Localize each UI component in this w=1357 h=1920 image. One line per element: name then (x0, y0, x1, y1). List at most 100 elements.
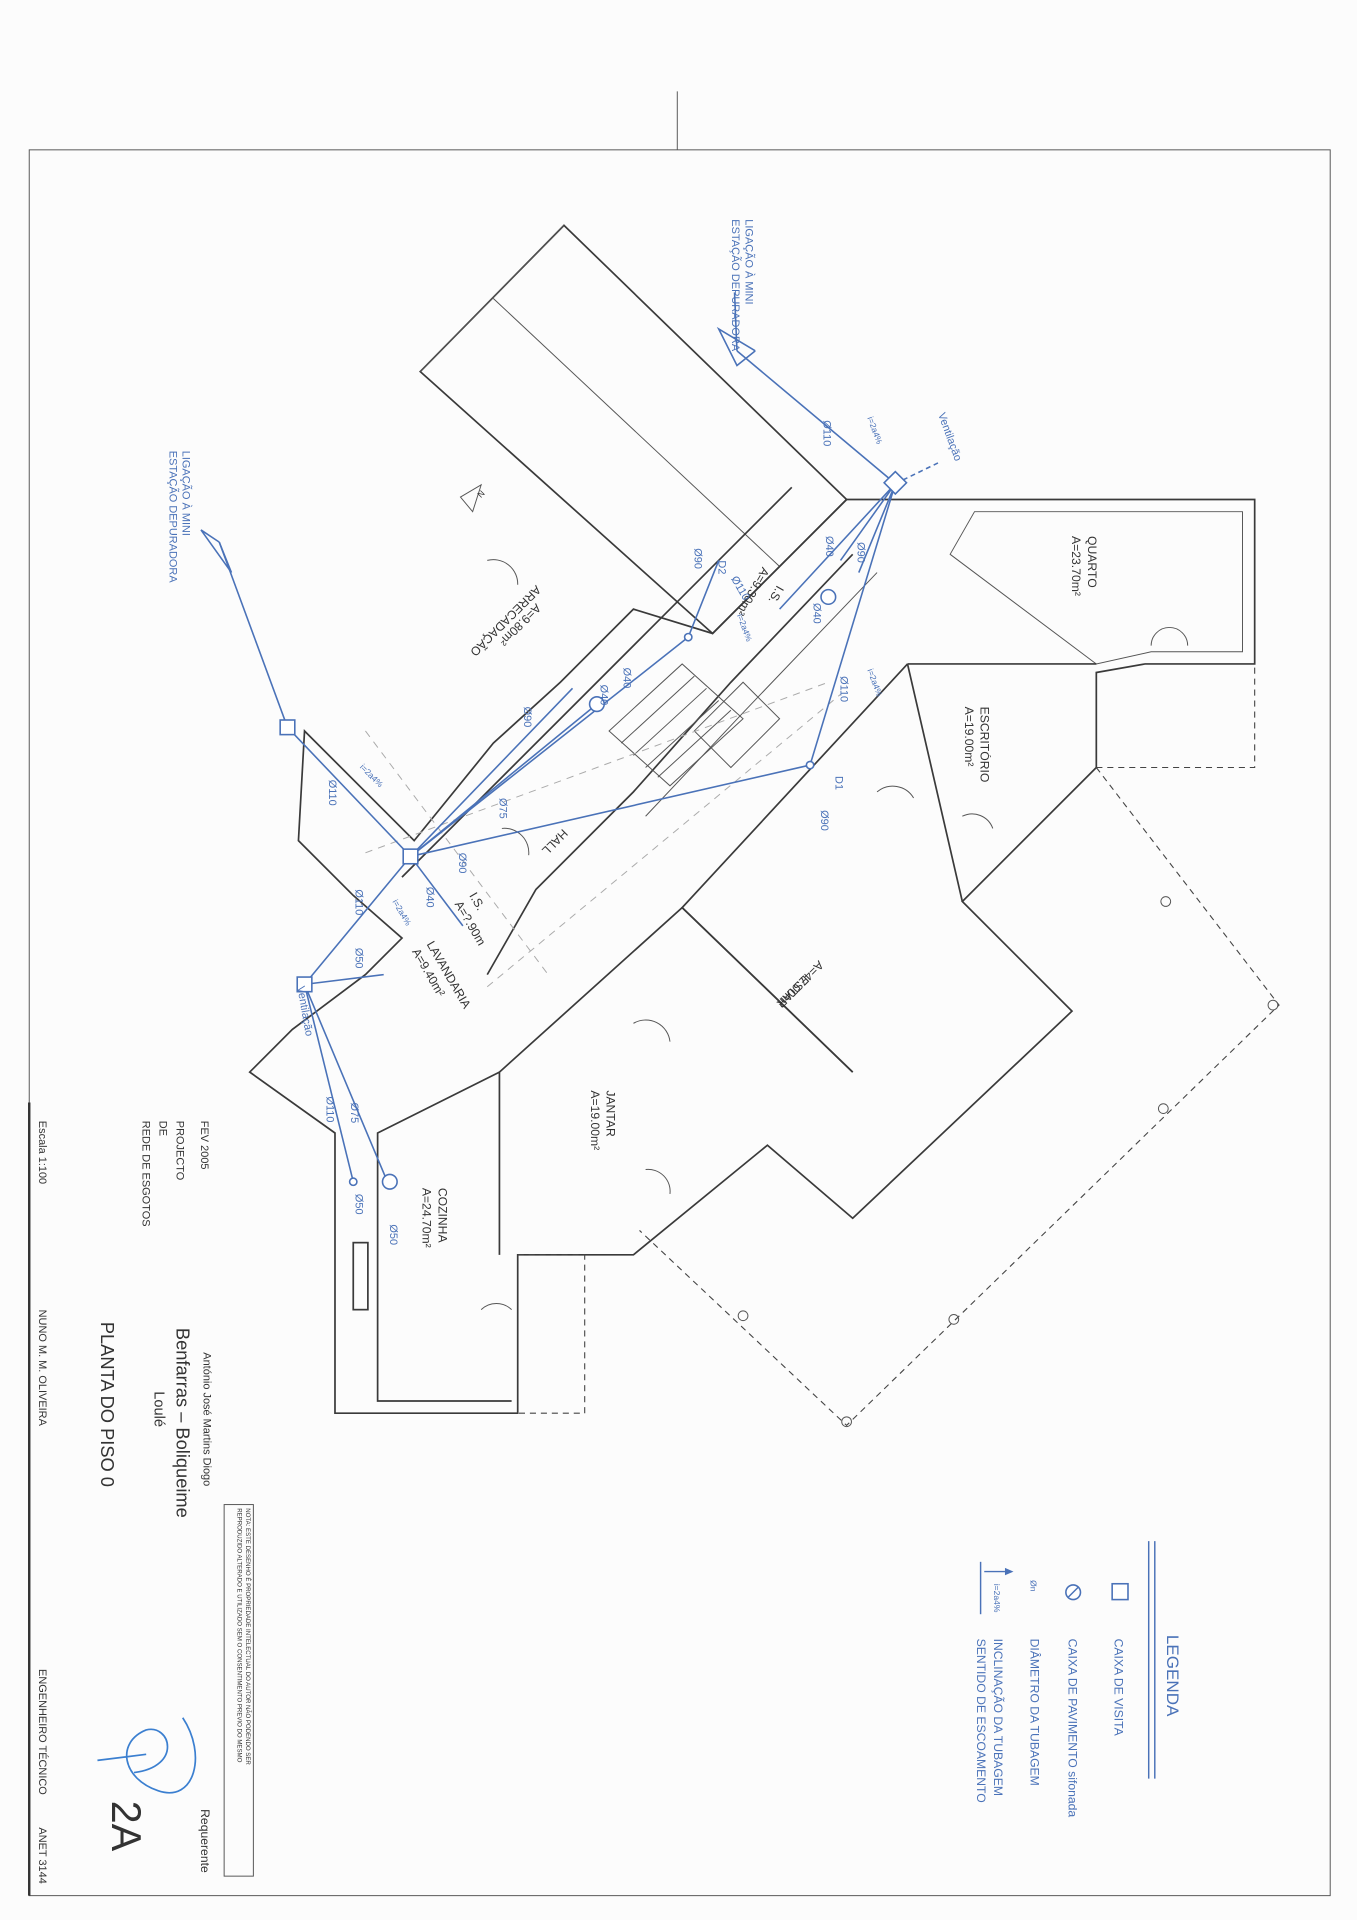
pipe-diameter-label: Ø75 (348, 1103, 360, 1124)
floor-drain-icon (588, 696, 605, 713)
scale: Escala 1:100 (36, 1121, 48, 1184)
room-jantar-name: JANTAR (604, 1090, 618, 1137)
door-arc (962, 813, 994, 829)
slope-label: i=2a4% (358, 762, 386, 790)
inspection-box (296, 976, 313, 993)
room-cozinha-name: COZINHA (436, 1188, 450, 1244)
connection-label-line2: ESTAÇÃO DEPURADORA (729, 219, 742, 352)
connection-label-line1: LIGAÇÃO À MINI (180, 451, 193, 536)
north-arrow-icon: N (459, 483, 487, 513)
copyright-note: NOTA: ESTE DESENHO É PROPRIEDADE INTELEC… (244, 1508, 251, 1765)
pipe-diameter-label: Ø110 (353, 889, 365, 915)
license-number: ANET 3144 (36, 1827, 48, 1883)
pipe-diameter-label: Ø40 (423, 887, 435, 908)
slope-label: i=2a4% (865, 415, 884, 446)
room-is1-name: I.S. (765, 583, 786, 606)
pipe-diameter-label: Ø75 (496, 798, 508, 819)
room-estar-area: A=47.00m² (774, 958, 826, 1010)
room-labels: QUARTO A=23.70m² ESCRITÓRIO A=19.00m² ES… (409, 536, 1099, 1248)
connection-label-line1: LIGAÇÃO À MINI (742, 219, 755, 304)
engineer-role: ENGENHEIRO TÉCNICO (36, 1669, 49, 1795)
date: FEV 2005 (198, 1121, 210, 1170)
applicant-label: Requerente (198, 1809, 212, 1873)
pipe-diameter-label: Ø50 (387, 1224, 399, 1245)
ventilation-label: Ventilação (935, 411, 964, 463)
slope-label: i=2a4% (735, 612, 754, 643)
firm-logo: 2A (103, 1801, 149, 1852)
room-hall-name: HALL (539, 826, 571, 858)
floor-drain-icon (820, 588, 837, 606)
drainage-network (200, 292, 939, 1190)
pipe-diameter-label: Ø90 (691, 548, 703, 569)
floor-drain-icon (1065, 1584, 1082, 1601)
room-jantar-area: A=19.00m² (588, 1090, 602, 1150)
terrace-outline (517, 663, 1280, 1428)
pipe-diameter-label: Ø90 (855, 542, 867, 563)
floor-drain-icon (381, 1173, 398, 1190)
signature (97, 1717, 197, 1794)
room-escritorio-area: A=19.00m² (962, 707, 976, 767)
copyright-note: REPRODUZIDO ALTERADO E UTILIZADO SEM O C… (236, 1508, 243, 1762)
copyright-note-box (223, 1504, 254, 1877)
pipe-diameter-label: Ø90 (521, 707, 533, 728)
door-arc (633, 1019, 671, 1042)
pipe-diameter-label: Ø110 (326, 780, 338, 806)
door-arc (876, 785, 915, 799)
inspection-box (883, 470, 908, 496)
sheet-frame (28, 149, 1331, 1897)
room-cozinha-area: A=24.70m² (420, 1188, 434, 1248)
legend-item-label: CAIXA DE PAVIMENTO sifonada (1065, 1639, 1079, 1818)
projection-line (365, 730, 549, 975)
inspection-box (402, 848, 419, 865)
legend-item-label-2: SENTIDO DE ESCOAMENTO (974, 1639, 988, 1803)
staircase (608, 663, 781, 787)
pipe-diameter-label: Ø40 (598, 685, 610, 706)
door-arc (1150, 627, 1189, 646)
project-line: DE (157, 1121, 169, 1136)
slope-label: i=2a4% (391, 898, 414, 928)
d1-label: D1 (833, 776, 845, 790)
legend-title: LEGENDA (1163, 1635, 1182, 1717)
slope-label: i=2a4% (865, 667, 884, 698)
pipe-diameter-label: Ø110 (838, 676, 850, 702)
pipe-diameter-label: Ø90 (818, 810, 830, 831)
legend: LEGENDA CAIXA DE VISITA CAIXA DE PAVIMEN… (974, 1541, 1182, 1817)
project-line: PROJECTO (174, 1121, 186, 1180)
svg-text:N: N (475, 488, 486, 499)
municipality: Loulé (151, 1391, 167, 1427)
title-block: FEV 2005 PROJECTO DE REDE DE ESGOTOS Esc… (36, 1121, 254, 1884)
slope-symbol: i=2a4% (992, 1584, 1002, 1613)
pipe-diameter-label: Ø40 (621, 668, 633, 689)
projection-line (365, 681, 829, 854)
project-line: REDE DE ESGOTOS (140, 1121, 152, 1227)
inspection-box-icon (1111, 1582, 1129, 1601)
building-walls (248, 486, 1256, 1415)
pipe-diameter-label: Ø50 (353, 948, 365, 969)
room-escritorio-name: ESCRITÓRIO (978, 707, 993, 783)
diameter-symbol: Øn (1029, 1580, 1039, 1592)
location: Benfarras – Boliqueime (173, 1328, 194, 1518)
drawing-title: PLANTA DO PISO 0 (97, 1322, 118, 1487)
flow-arrow-icon (979, 1561, 1014, 1615)
pipe-diameter-label: Ø110 (728, 574, 751, 603)
pipe-diameter-label: Ø110 (323, 1096, 335, 1122)
projection-line (486, 694, 841, 988)
legend-item-label: INCLINAÇÃO DA TUBAGEM (991, 1639, 1005, 1796)
legend-item-label: CAIXA DE VISITA (1112, 1639, 1126, 1737)
inspection-box (279, 719, 296, 736)
door-arc (501, 827, 530, 856)
garage-outline (419, 224, 848, 635)
door-arc (645, 1168, 671, 1194)
engineer-name: NUNO M. M. OLIVEIRA (36, 1310, 48, 1427)
room-quarto-name: QUARTO (1085, 536, 1099, 588)
legend-item-label: DIÂMETRO DA TUBAGEM (1028, 1639, 1043, 1786)
drainage-annotations: LIGAÇÃO À MINI ESTAÇÃO DEPURADORA LIGAÇÃ… (166, 219, 963, 1245)
door-arc (480, 1303, 512, 1310)
owner: António José Martins Diogo (200, 1352, 212, 1486)
pipe-diameter-label: Ø40 (811, 603, 823, 624)
pipe-diameter-label: Ø40 (823, 536, 835, 557)
pipe-diameter-label: Ø90 (456, 853, 468, 874)
pipe-diameter-label: Ø110 (820, 420, 832, 446)
